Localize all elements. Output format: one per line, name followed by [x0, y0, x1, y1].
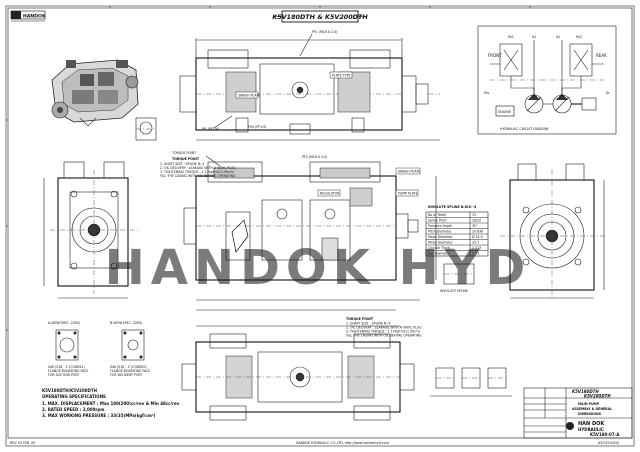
flange-right-caption: B-VIEW(SPEC. 22ES)	[110, 321, 142, 325]
title-block-company-2: HYDRAULIC	[578, 427, 604, 432]
title-block-name-2: ASSEMBLY & GENERAL	[572, 407, 612, 411]
company-logo: HANDOK	[10, 10, 46, 22]
callout-torque-point: TORQUE POINT	[171, 151, 196, 155]
company-seal-icon	[566, 422, 574, 430]
circuit-label-engine: ENGINE	[498, 110, 511, 114]
top-view	[179, 38, 440, 141]
circuit-label-dr: Dr	[606, 91, 610, 95]
operating-specs: K5V180DTH/K5V200DTH OPERATING SPECIFICAT…	[42, 388, 180, 418]
spline-row-6-value: 2.413	[472, 246, 481, 250]
torque-note: TORQUE POINT 1. SHAFT SIZE : SPLINE N:-4…	[160, 157, 236, 178]
circuit-label-pa1: Pa1	[508, 35, 514, 39]
lower-torque-note-line-4: FILL THE CASING WITH OIL BEFORE OPERATIN…	[346, 334, 422, 338]
flange-left-note-2: FOR SUCTION PORT	[48, 373, 79, 377]
title-banner: K5V180DTH & K5V200DTH	[272, 10, 368, 23]
lower-torque-note: TORQUE POINT 1. SHAFT SIZE : SPLINE N:-4…	[346, 317, 422, 338]
specs-item-2: 3. MAX WORKING PRESSURE : 33(35)MPa(kgf/…	[42, 413, 156, 418]
spline-row-5-label: Minor Diameter	[428, 241, 454, 245]
callout-pump-plate: PUMP PLATE	[398, 192, 418, 196]
circuit-label-psv: Psv	[484, 91, 490, 95]
torque-note-line-2: 2. OIL DELIVERY ; LEAKAGE WITH A VINYL P…	[160, 166, 236, 170]
spline-row-6-label: Circular Thick.	[428, 246, 451, 250]
title-block-model-1: K5V180DTH	[572, 389, 599, 394]
flange-right-note-0: SAE J518 - 1"(CODE62)	[110, 365, 147, 369]
callout-swash-plate-1: SWASH PLATE	[238, 94, 260, 98]
callout-pf2: PF2 (M16 X 2.0)	[302, 155, 327, 159]
callout-pil: PIL (PF1/4)	[202, 127, 219, 131]
spline-row-7-value: 2.73	[472, 252, 479, 256]
spline-row-2-value: 30°	[472, 224, 478, 228]
specs-title: K5V180DTH/K5V200DTH	[42, 388, 97, 393]
title-block-model-2: K5V200DTH	[584, 394, 611, 399]
title-block: K5V180DTH K5V200DTH MAIN PUMP ASSEMBLY &…	[523, 387, 633, 439]
lower-torque-note-line-0: TORQUE POINT	[346, 317, 374, 321]
spline-row-3-label: Pitch Diameter	[428, 230, 452, 234]
flange-left-note-1: FLANGE MOUNTING FACE	[48, 369, 88, 373]
lower-torque-note-line-1: 1. SHAFT SIZE : SPLINE N:-4	[346, 322, 390, 326]
flange-right-note-2: FOR DELIVERY PORT	[110, 373, 142, 377]
torque-note-line-4: FILL THE CASING WITH OIL BEFORE OPERATIN…	[160, 174, 236, 178]
title-banner-text: K5V180DTH & K5V200DTH	[272, 13, 368, 21]
spline-row-1-label: Spline Pitch	[428, 219, 447, 223]
detail-drawings	[430, 367, 512, 397]
circuit-caption: HYDRAULIC CIRCUIT DIAGRAM	[500, 127, 549, 131]
hydraulic-circuit-diagram: FRONT REAR Pa1 A1 A2 Pa2 Dr Psv ENGINE H…	[477, 25, 617, 135]
title-block-name-3: DIMENSIONS	[578, 412, 602, 416]
callout-regulator: REGULATOR	[320, 192, 340, 196]
spline-title: INVOLUTE SPLINE N.W.K -4	[428, 205, 477, 209]
spline-row-2-label: Pressure Angle	[428, 224, 452, 228]
spline-row-0-label: No of Teeth	[428, 213, 446, 217]
flange-left-note-0: SAE J518 - 1"(CODE61)	[48, 365, 85, 369]
spline-row-3-value: 20.638	[472, 230, 483, 234]
footer: REV. 03 FEB. 09 HANDOK HYDRAULIC CO.,LTD…	[10, 441, 619, 445]
left-end-view	[43, 161, 140, 299]
circuit-label-pa2: Pa2	[576, 35, 582, 39]
right-end-view	[500, 163, 606, 300]
front-view-callouts: TORQUE POINT PF2 (M16 X 2.0) SWASH PLATE…	[171, 151, 420, 197]
spline-row-7-label: Ball Diameter	[428, 252, 450, 256]
circuit-label-front: FRONT	[488, 53, 502, 58]
footer-left: REV. 03 FEB. 09	[10, 441, 35, 445]
top-view-callouts: PF1 (M16 X 2.0) PLATE TYPE SWASH PLATE P…	[202, 30, 353, 131]
callout-involute-spline: INVOLUTE SPLINE	[440, 289, 468, 293]
small-side-view	[135, 117, 157, 141]
circuit-label-a2: A2	[556, 35, 560, 39]
title-block-drawing-no: K5V180-07-A	[590, 432, 620, 437]
callout-swash-plate-2: SWASH PLATE	[398, 170, 420, 174]
bottom-view	[181, 325, 415, 421]
spline-row-4-label: Major Diameter	[428, 235, 453, 239]
specs-item-1: 2. RATED SPEED : 2,000rpm	[42, 407, 104, 412]
isometric-pump-view	[51, 59, 139, 127]
flange-left-caption: A-VIEW(SPEC. 22ES)	[48, 321, 80, 325]
lower-torque-note-line-2: 2. OIL DELIVERY ; LEAKAGE WITH A VINYL P…	[346, 326, 422, 330]
spline-row-5-value: 20.3	[472, 241, 479, 245]
flange-right-note-1: FLANGE MOUNTING FACE	[110, 369, 150, 373]
torque-note-line-0: TORQUE POINT	[172, 157, 200, 161]
callout-psv: PSV (PF1/4)	[248, 125, 267, 129]
lower-torque-note-line-3: 3. TIGHTENING TORQUE : 1.17kgf-m(11.5N.m…	[346, 330, 420, 334]
front-view	[183, 161, 437, 311]
title-block-name-1: MAIN PUMP	[578, 402, 600, 406]
logo-text: HANDOK	[23, 14, 46, 20]
specs-subtitle: OPERATING SPECIFICATIONS	[42, 394, 106, 399]
footer-center: HANDOK HYDRAULIC CO.,LTD. http://www.han…	[296, 441, 390, 445]
callout-plate-type: PLATE TYPE	[332, 74, 351, 78]
footer-right: A3(297X420)	[598, 441, 619, 445]
flange-views: A-VIEW(SPEC. 22ES) SAE J518 - 1"(CODE61)…	[48, 321, 150, 377]
spline-row-1-value: 16/32	[472, 219, 481, 223]
circuit-label-a1: A1	[532, 35, 536, 39]
torque-note-line-1: 1. SHAFT SIZE : SPLINE N:-4	[160, 162, 204, 166]
circuit-label-rear: REAR	[596, 53, 607, 58]
title-block-company-1: HAN DOK	[578, 421, 605, 427]
watermark: HANDOK HYD	[105, 240, 532, 296]
callout-pf1: PF1 (M16 X 2.0)	[312, 30, 337, 34]
spline-row-0-value: 13	[472, 213, 476, 217]
spline-spec-table: INVOLUTE SPLINE N.W.K -4 No of Teeth 13 …	[425, 205, 489, 293]
specs-item-0: 1. MAX. DISPLACEMENT : Max 180(200)cc/re…	[42, 401, 180, 406]
spline-row-4-value: Ø 24.9	[472, 234, 483, 239]
torque-note-line-3: 3. TIGHTENING TORQUE : 1.17kgf-m(11.5N.m…	[160, 170, 234, 174]
